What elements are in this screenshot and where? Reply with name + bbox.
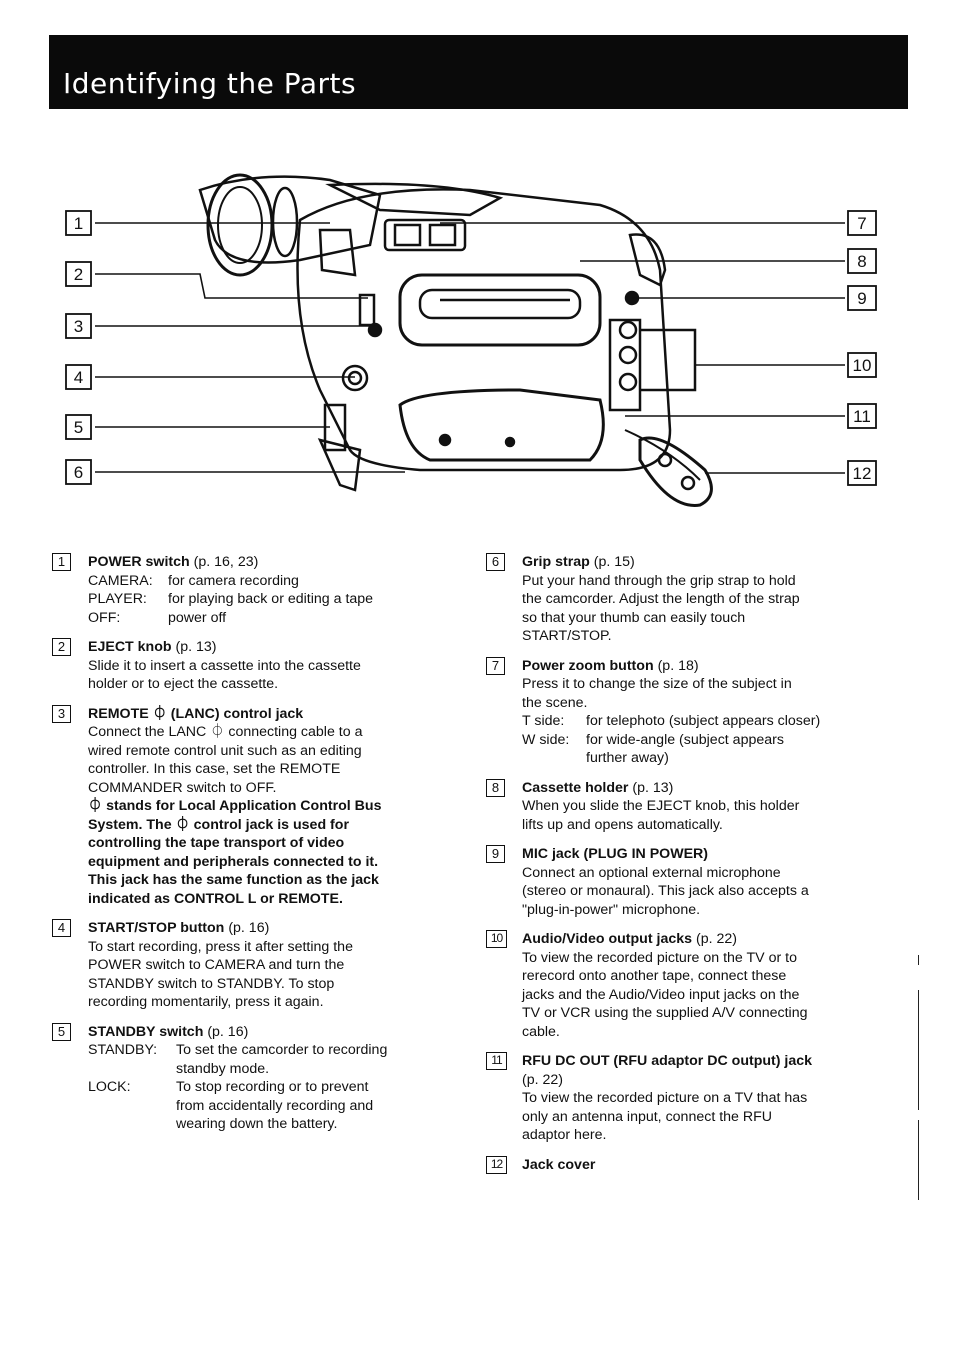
callout-4: 4 — [65, 364, 92, 390]
callout-2: 2 — [65, 261, 92, 287]
part-name: Audio/Video output jacks — [522, 931, 693, 947]
part-item-4: 4 START/STOP button (p. 16) To start rec… — [52, 919, 442, 1012]
callout-labels-left: 1 2 3 4 5 6 — [65, 210, 92, 485]
part-item-5: 5 STANDBY switch (p. 16) STANDBY:To set … — [52, 1022, 442, 1134]
svg-text:3: 3 — [74, 317, 83, 336]
margin-rule-bottom — [918, 1120, 919, 1200]
svg-text:7: 7 — [857, 214, 866, 233]
svg-text:11: 11 — [853, 407, 871, 426]
svg-text:8: 8 — [857, 252, 866, 271]
part-item-12: 12 Jack cover — [486, 1155, 876, 1175]
page-ref: (p. 22) — [522, 1071, 564, 1088]
svg-text:5: 5 — [74, 418, 83, 437]
part-name: STANDBY switch — [88, 1023, 204, 1040]
part-number: 6 — [486, 553, 505, 571]
part-name: Power zoom button — [522, 657, 654, 674]
definition-row: CAMERA:for camera recording — [88, 572, 299, 589]
part-name: Grip strap — [522, 554, 590, 570]
callout-10: 10 — [847, 352, 877, 378]
parts-list-left: 1 POWER switch (p. 16, 23) CAMERA:for ca… — [52, 553, 442, 1145]
part-name: START/STOP button — [88, 920, 225, 936]
parts-list-right: 6 Grip strap (p. 15) Put your hand throu… — [486, 553, 876, 1185]
page-ref: (p. 13) — [175, 639, 217, 655]
svg-text:10: 10 — [853, 356, 872, 375]
part-number: 1 — [52, 553, 71, 571]
part-item-7: 7 Power zoom button (p. 18) Press it to … — [486, 656, 876, 768]
part-item-10: 10 Audio/Video output jacks (p. 22) To v… — [486, 930, 876, 1041]
part-number: 8 — [486, 778, 505, 797]
part-number: 4 — [52, 919, 71, 937]
definition-row: T side:for telephoto (subject appears cl… — [522, 713, 821, 729]
part-item-11: 11 RFU DC OUT (RFU adaptor DC output) ja… — [486, 1052, 876, 1145]
title-banner: Identifying the Parts — [49, 35, 908, 109]
callout-6: 6 — [65, 459, 92, 485]
part-number: 3 — [52, 704, 71, 723]
part-item-3: 3 REMOTE ⏀ (LANC) control jack Connect t… — [52, 704, 442, 909]
callout-3: 3 — [65, 313, 92, 339]
page-title: Identifying the Parts — [63, 67, 357, 100]
part-name: REMOTE ⏀ (LANC) control jack — [88, 705, 304, 722]
part-item-9: 9 MIC jack (PLUG IN POWER) Connect an op… — [486, 845, 876, 919]
page-ref: (p. 18) — [657, 657, 699, 674]
part-number: 9 — [486, 845, 505, 863]
page-ref: (p. 16) — [207, 1023, 249, 1040]
callout-9: 9 — [847, 285, 877, 311]
definition-row: LOCK:To stop recording or to prevent — [88, 1079, 369, 1095]
callout-lines — [95, 222, 845, 474]
part-number: 11 — [486, 1052, 507, 1070]
callout-8: 8 — [847, 248, 877, 274]
callout-1: 1 — [65, 210, 92, 236]
svg-text:1: 1 — [74, 214, 83, 233]
svg-text:4: 4 — [74, 368, 83, 387]
page-ref: (p. 15) — [593, 554, 635, 570]
part-number: 5 — [52, 1022, 71, 1041]
callout-7: 7 — [847, 210, 877, 236]
callout-12: 12 — [847, 460, 877, 486]
page-ref: (p. 13) — [632, 779, 674, 796]
margin-rule-top — [918, 955, 919, 965]
margin-rule-middle — [918, 990, 919, 1110]
part-number: 7 — [486, 656, 505, 675]
svg-text:12: 12 — [853, 464, 872, 483]
part-number: 12 — [486, 1155, 507, 1174]
part-item-2: 2 EJECT knob (p. 13) Slide it to insert … — [52, 638, 442, 694]
callout-5: 5 — [65, 414, 92, 440]
callout-labels-right: 7 8 9 10 11 12 — [847, 210, 877, 486]
camcorder-diagram: 1 2 3 4 5 6 7 8 9 10 11 12 — [65, 173, 877, 507]
definition-row: OFF:power off — [88, 609, 227, 626]
svg-text:9: 9 — [857, 289, 866, 308]
callout-11: 11 — [847, 403, 877, 429]
part-number: 2 — [52, 638, 71, 656]
part-name: POWER switch — [88, 554, 190, 570]
part-name: EJECT knob — [88, 639, 172, 655]
part-item-6: 6 Grip strap (p. 15) Put your hand throu… — [486, 553, 876, 646]
part-item-8: 8 Cassette holder (p. 13) When you slide… — [486, 778, 876, 835]
svg-text:2: 2 — [74, 265, 83, 284]
page-ref: (p. 22) — [695, 931, 737, 947]
svg-text:6: 6 — [74, 463, 83, 482]
definition-row: W side:for wide-angle (subject appears — [522, 731, 784, 748]
part-name: Cassette holder — [522, 779, 629, 796]
part-name: RFU DC OUT (RFU adaptor DC output) jack — [522, 1053, 813, 1069]
page-ref: (p. 16) — [228, 920, 270, 936]
camcorder-illustration — [198, 173, 713, 507]
definition-row: PLAYER:for playing back or editing a tap… — [88, 591, 374, 607]
page-ref: (p. 16, 23) — [193, 554, 259, 570]
part-name: Jack cover — [522, 1156, 596, 1173]
part-item-1: 1 POWER switch (p. 16, 23) CAMERA:for ca… — [52, 553, 442, 627]
part-number: 10 — [486, 930, 507, 948]
part-name: MIC jack (PLUG IN POWER) — [522, 846, 709, 862]
definition-row: STANDBY:To set the camcorder to recordin… — [88, 1042, 388, 1058]
